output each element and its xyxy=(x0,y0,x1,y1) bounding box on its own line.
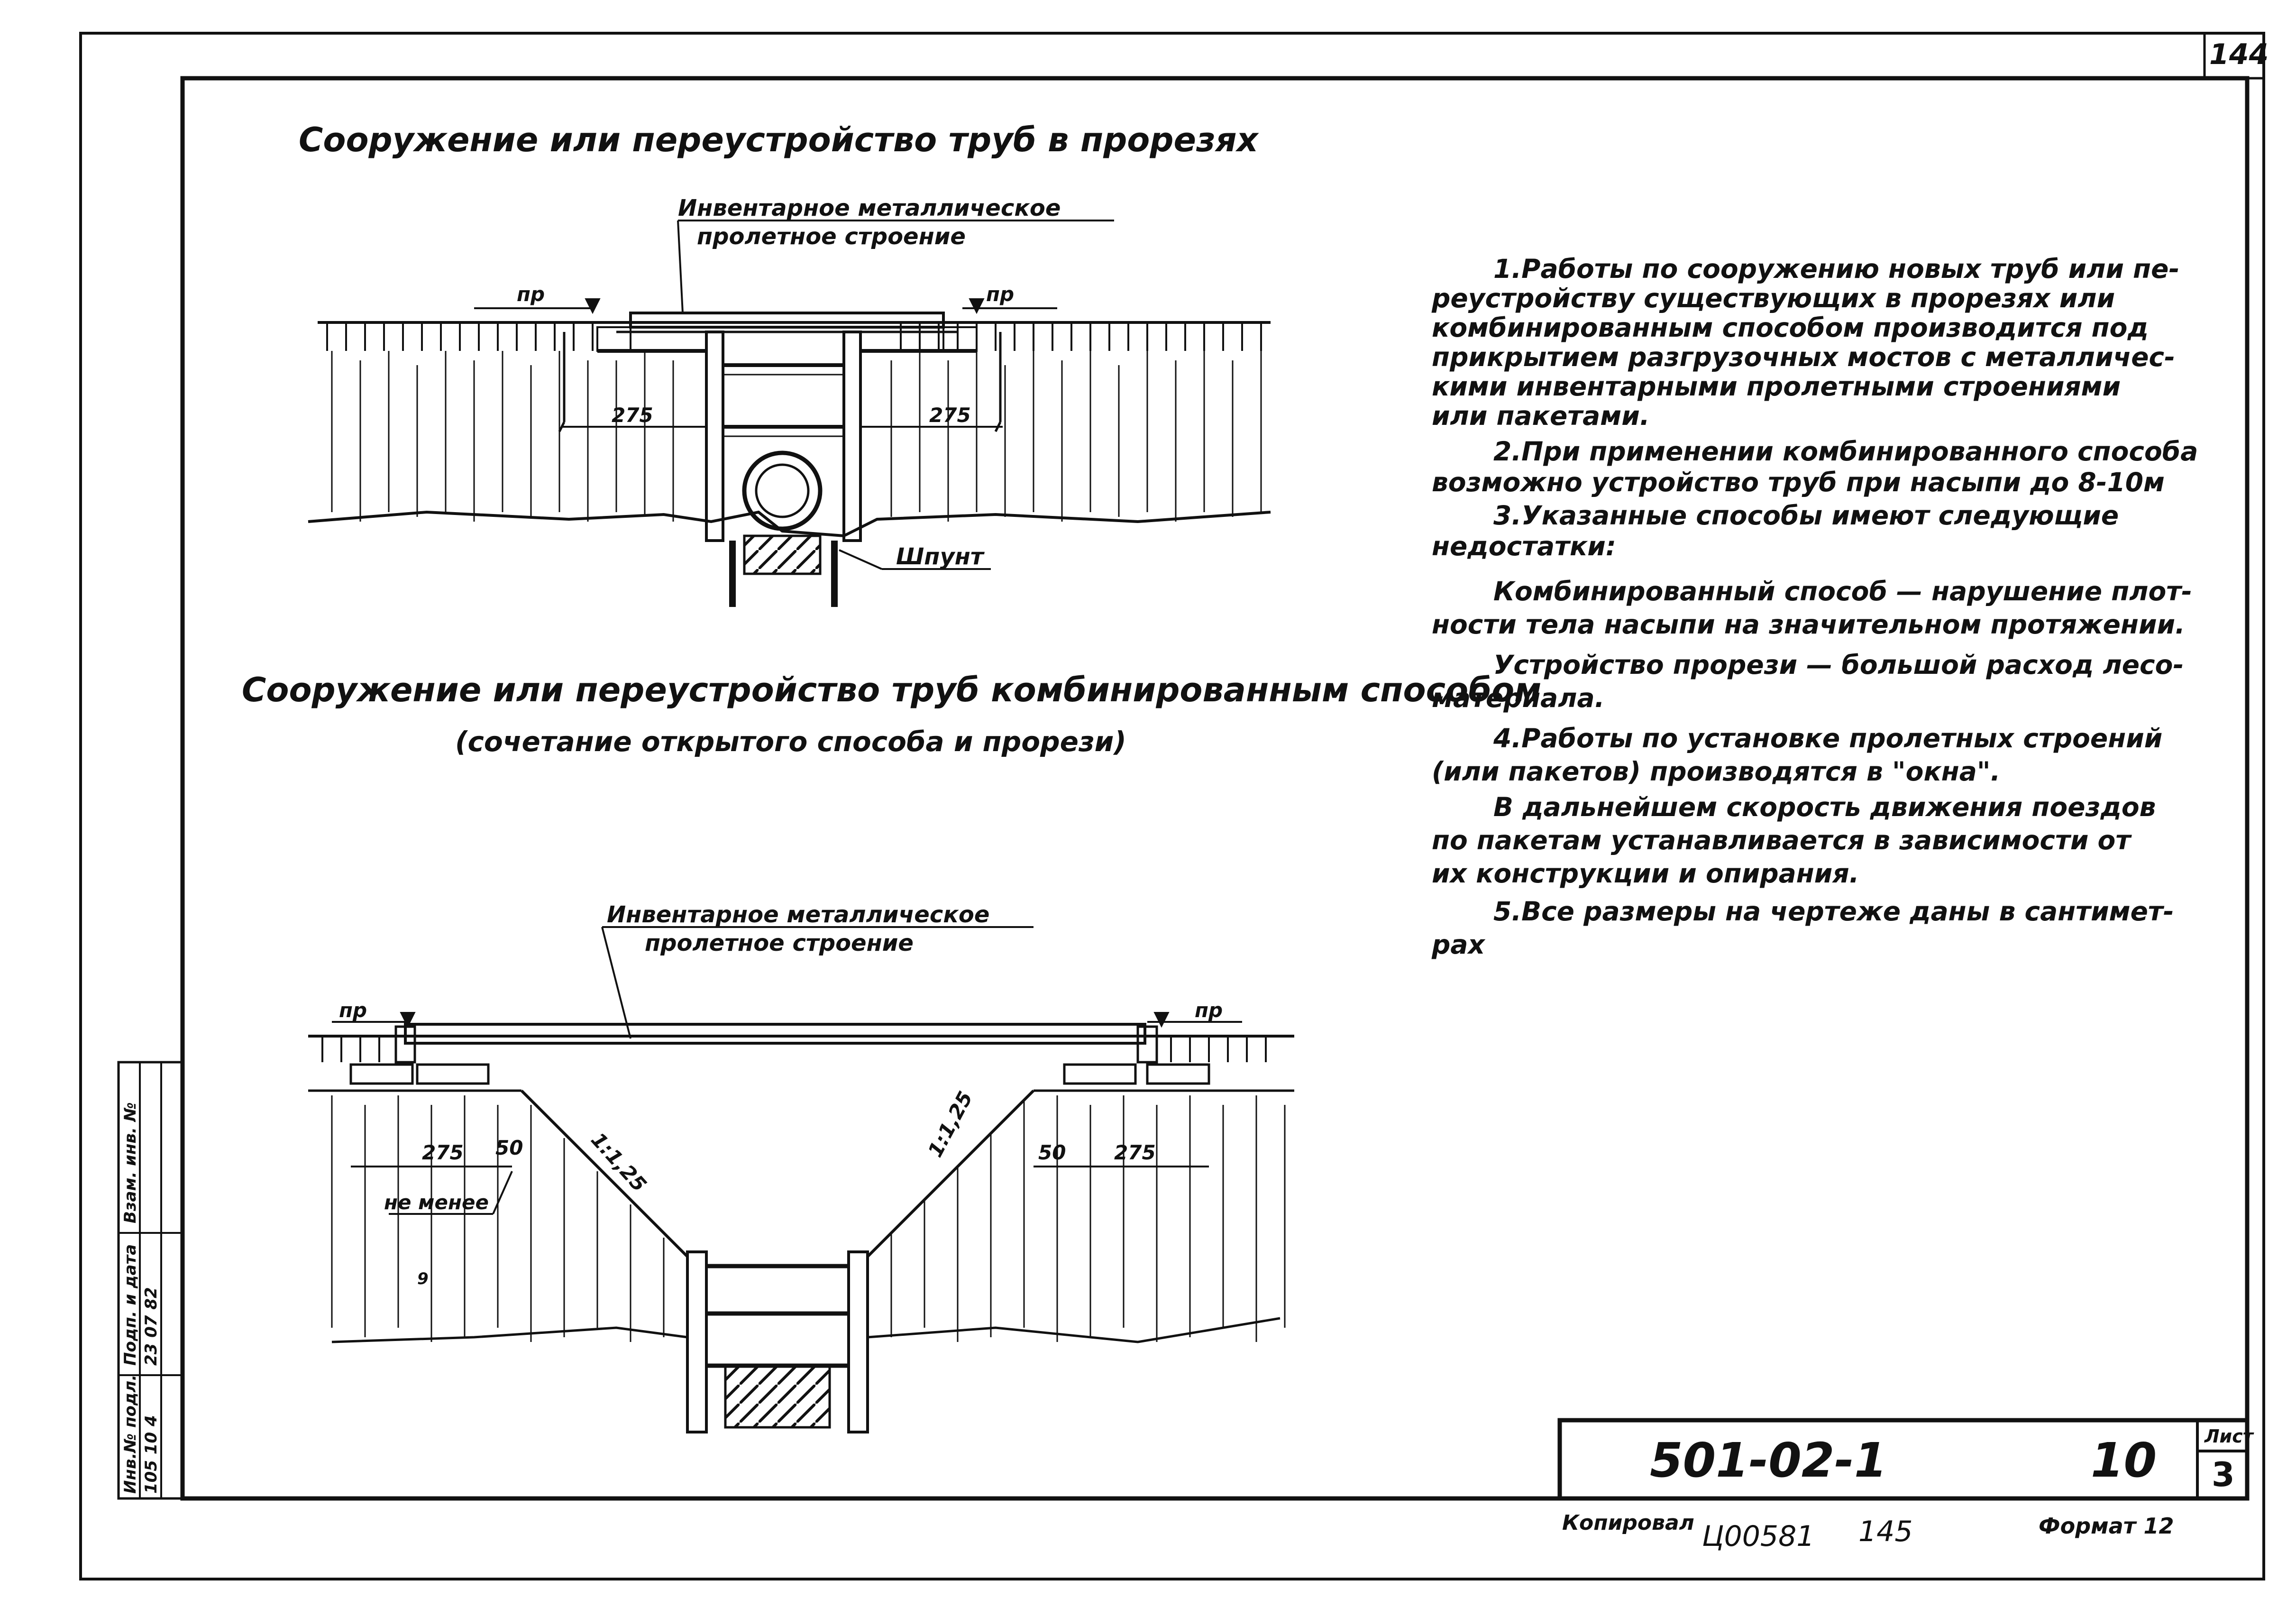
note-line: по пакетам устанавливается в зависимости… xyxy=(1432,825,2131,855)
mark-9: 9 xyxy=(417,1269,429,1288)
not-less-label: не менее xyxy=(384,1191,489,1214)
bottom-rail-right: пр xyxy=(1195,999,1223,1022)
side-col3: Взам. инв. № xyxy=(121,1102,140,1223)
copied-label: Копировал xyxy=(1562,1511,1694,1535)
note-line: кими инвентарными пролетными строениями xyxy=(1432,371,2121,402)
bottom-dim-left-50: 50 xyxy=(495,1136,523,1159)
bottom-rail-left: пр xyxy=(339,999,367,1022)
note-line: 2.При применении комбинированного способ… xyxy=(1493,436,2198,467)
top-span-label-1: Инвентарное металлическое xyxy=(678,195,1061,221)
sheet-number: 3 xyxy=(2212,1455,2235,1494)
side-col1-val: 105 10 4 xyxy=(142,1415,161,1494)
page-number: 10 xyxy=(2091,1433,2157,1488)
note-line: прикрытием разгрузочных мостов с металли… xyxy=(1432,342,2175,372)
copy-code: Ц00581 xyxy=(1702,1520,1815,1553)
note-line: комбинированным способом производится по… xyxy=(1432,312,2149,343)
top-span-label-2: пролетное строение xyxy=(697,223,966,250)
note-line: материала. xyxy=(1432,683,1605,713)
bottom-span-label-1: Инвентарное металлическое xyxy=(607,901,990,928)
side-col2-val: 23 07 82 xyxy=(142,1287,161,1366)
bottom-dim-right-50: 50 xyxy=(1038,1141,1066,1164)
top-dim-left: 275 xyxy=(612,404,653,427)
bottom-dim-right-275: 275 xyxy=(1114,1141,1156,1164)
title-combined-sub: (сочетание открытого способа и прорези) xyxy=(455,726,1126,758)
top-rail-right: пр xyxy=(986,283,1015,306)
side-col1: Инв.№ подл. xyxy=(121,1374,140,1494)
top-dim-right: 275 xyxy=(929,404,971,427)
note-line: ности тела насыпи на значительном протяж… xyxy=(1432,609,2185,640)
title-slots: Сооружение или переустройство труб в про… xyxy=(299,120,1258,159)
note-line: В дальнейшем скорость движения поездов xyxy=(1493,792,2156,822)
note-line: Комбинированный способ — нарушение плот- xyxy=(1493,576,2192,606)
note-line: Устройство прорези — большой расход лесо… xyxy=(1493,650,2184,680)
side-col2: Подп. и дата xyxy=(121,1244,140,1366)
note-line: рах xyxy=(1432,929,1485,960)
note-line: 4.Работы по установке пролетных строений xyxy=(1493,723,2163,753)
note-line: (или пакетов) производятся в "окна". xyxy=(1432,756,2001,787)
note-line: 5.Все размеры на чертеже даны в сантимет… xyxy=(1493,896,2174,927)
drawing-code: 501-02-1 xyxy=(1650,1433,1887,1488)
note-line: возможно устройство труб при насыпи до 8… xyxy=(1432,467,2165,497)
sheet-label: Лист xyxy=(2205,1426,2253,1447)
top-rail-left: пр xyxy=(517,283,545,306)
sheet-pile-label: Шпунт xyxy=(896,543,984,570)
note-line: 1.Работы по сооружению новых труб или пе… xyxy=(1493,254,2180,284)
note-line: их конструкции и опирания. xyxy=(1432,858,1859,889)
copy-num: 145 xyxy=(1858,1515,1913,1548)
note-line: 3.Указанные способы имеют следующие xyxy=(1493,500,2119,531)
note-line: реустройству существующих в прорезях или xyxy=(1432,283,2115,313)
note-line: или пакетами. xyxy=(1432,401,1650,431)
note-line: недостатки: xyxy=(1432,531,1616,561)
sheet-corner-number: 144 xyxy=(2209,38,2269,71)
bottom-dim-left-275: 275 xyxy=(422,1141,464,1164)
bottom-span-label-2: пролетное строение xyxy=(645,930,914,956)
format-label: Формат 12 xyxy=(2039,1513,2174,1539)
title-combined: Сооружение или переустройство труб комби… xyxy=(242,671,1542,709)
